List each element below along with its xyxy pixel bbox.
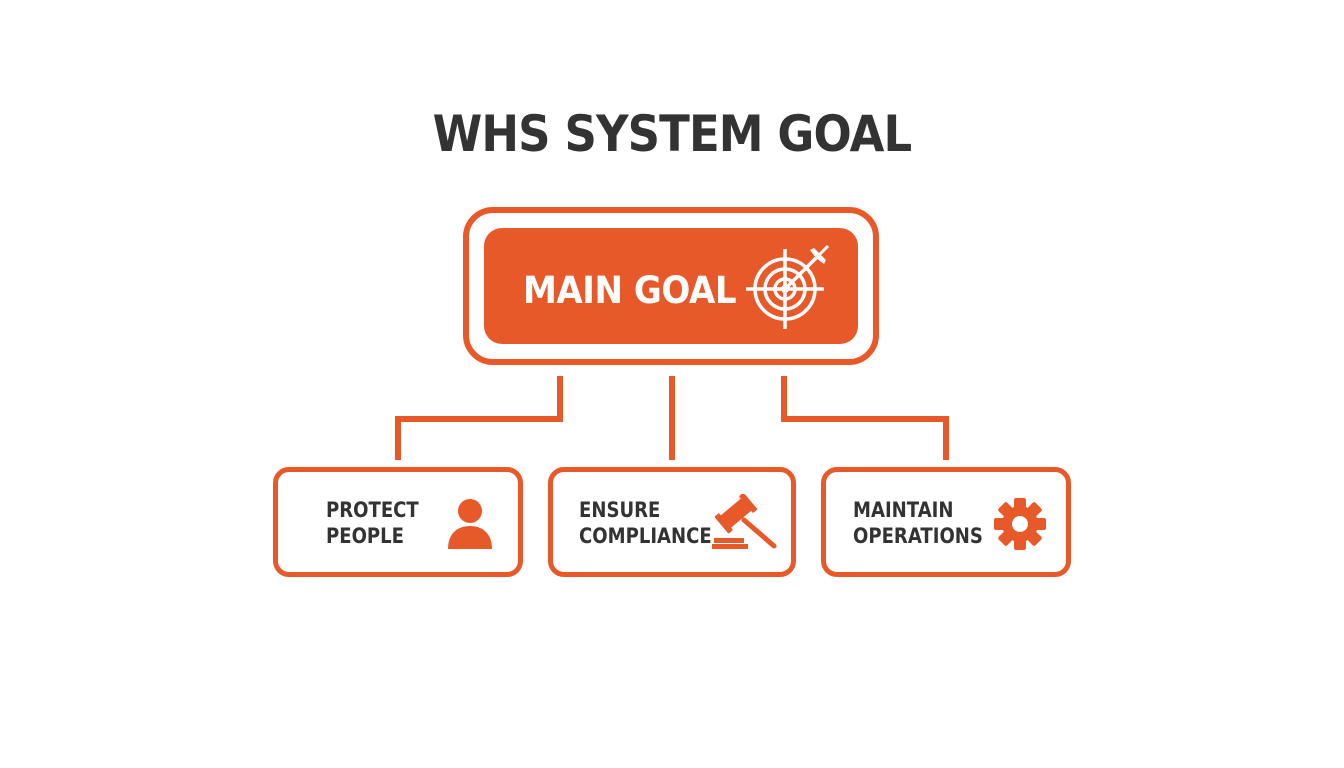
gear-icon <box>994 498 1046 550</box>
target-arrow-icon <box>746 244 830 329</box>
main-goal-label: MAIN GOAL <box>523 269 737 312</box>
child-label-line2: OPERATIONS <box>853 524 983 548</box>
diagram-title: WHS SYSTEM GOAL <box>432 105 913 163</box>
gavel-icon <box>712 494 777 549</box>
child-label-maintain-operations: MAINTAIN OPERATIONS <box>853 497 983 549</box>
child-box-ensure-compliance <box>548 467 796 577</box>
connector-left <box>395 376 563 460</box>
child-label-line2: COMPLIANCE <box>579 524 712 548</box>
child-label-line1: MAINTAIN <box>853 498 954 522</box>
person-icon <box>448 499 492 549</box>
child-label-line1: PROTECT <box>326 498 419 522</box>
child-label-line1: ENSURE <box>579 498 661 522</box>
connector-right <box>781 376 949 460</box>
child-label-protect-people: PROTECT PEOPLE <box>326 497 419 549</box>
child-label-ensure-compliance: ENSURE COMPLIANCE <box>579 497 712 549</box>
child-label-line2: PEOPLE <box>326 524 405 548</box>
child-box-protect-people <box>273 467 523 577</box>
